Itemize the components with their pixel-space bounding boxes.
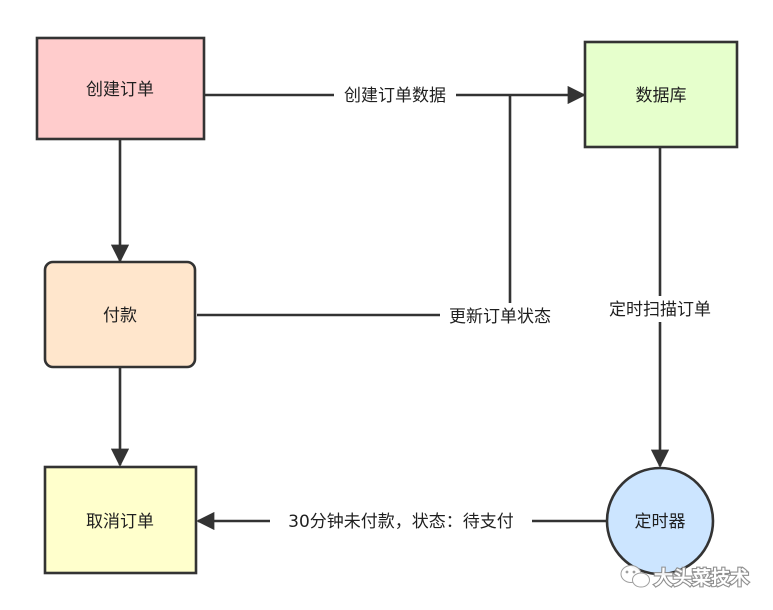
edge-label-create-data: 创建订单数据	[344, 86, 446, 106]
node-create-order: 创建订单	[35, 36, 206, 141]
node-timer-label: 定时器	[635, 512, 686, 532]
node-database-label: 数据库	[636, 86, 687, 106]
node-cancel-order-label: 取消订单	[86, 512, 154, 532]
watermark: 大头菜技术	[620, 565, 750, 590]
watermark-text: 大头菜技术	[654, 566, 749, 589]
node-timer: 定时器	[605, 466, 715, 576]
edge-label-timed-scan: 定时扫描订单	[609, 300, 711, 320]
node-timer-circle	[605, 466, 715, 576]
node-database: 数据库	[583, 40, 739, 149]
node-payment-box	[43, 260, 197, 369]
node-cancel-order-box	[43, 465, 198, 575]
node-payment-label: 付款	[103, 306, 137, 326]
edge-payment-update-status	[197, 95, 512, 317]
edges	[110, 85, 670, 531]
edge-label-update-status: 更新订单状态	[449, 307, 551, 327]
wechat-icon	[620, 565, 650, 588]
edge-labels: 创建订单数据 更新订单状态 定时扫描订单 30分钟未付款，状态：待支付	[270, 82, 720, 534]
edge-label-unpaid-30: 30分钟未付款，状态：待支付	[288, 512, 514, 532]
node-create-order-box	[35, 36, 206, 141]
node-database-box	[583, 40, 739, 149]
node-cancel-order: 取消订单	[43, 465, 198, 575]
node-payment: 付款	[43, 260, 197, 369]
node-create-order-label: 创建订单	[86, 80, 154, 100]
